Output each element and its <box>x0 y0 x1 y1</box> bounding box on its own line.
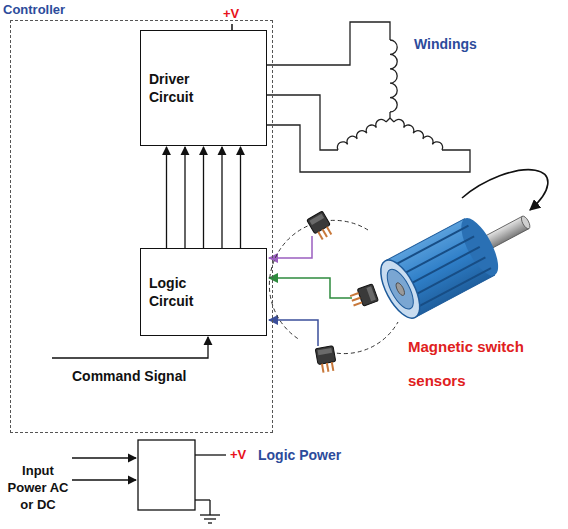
signal-name: Input Power AC or DC <box>6 462 70 513</box>
input-wire <box>72 457 136 458</box>
rotor-slot <box>416 268 491 308</box>
hall-sensor <box>307 211 335 242</box>
sensor-ring <box>269 220 368 340</box>
signal-arrow <box>240 147 241 248</box>
ground-symbol <box>195 500 220 523</box>
signal-arrow <box>203 147 204 248</box>
input-wire <box>72 479 136 480</box>
group-heading: Controller <box>3 2 65 17</box>
winding-coils <box>337 40 442 150</box>
rotation-arrow <box>462 170 548 210</box>
power-supply-box <box>138 440 195 510</box>
part-name: Magnetic switch sensors <box>408 330 558 398</box>
box-label: Logic Circuit <box>149 274 219 310</box>
coil <box>394 119 443 150</box>
coil <box>390 40 397 112</box>
sensor-wire <box>269 278 352 298</box>
hall-sensor <box>349 284 379 309</box>
sensor-ring <box>330 322 398 354</box>
signal-arrow <box>166 147 167 248</box>
sensor-wire <box>269 320 318 346</box>
driver-box: Driver Circuit <box>140 30 267 146</box>
coil <box>337 119 386 150</box>
output-wire <box>195 454 226 455</box>
hall-sensor <box>315 346 337 374</box>
signal-arrow <box>221 147 222 248</box>
supply-label: +V <box>230 447 246 462</box>
part-name: Logic Power <box>258 447 341 463</box>
signal-name: Command Signal <box>72 368 186 384</box>
supply-label: +V <box>223 6 239 21</box>
box-label: Driver Circuit <box>149 70 219 106</box>
logic-box: Logic Circuit <box>140 248 267 336</box>
sensor-wire <box>269 236 312 258</box>
signal-arrow <box>184 147 185 248</box>
command-wire <box>52 337 208 358</box>
rotor <box>373 193 543 324</box>
part-name: Windings <box>414 36 477 52</box>
